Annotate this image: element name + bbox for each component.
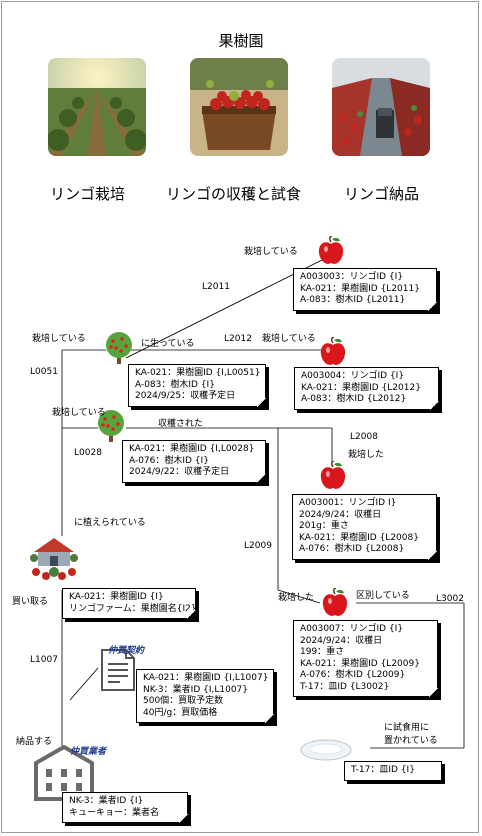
note-line: 201g：重さ [299, 521, 349, 531]
relation-distinguishes: 区別している [356, 591, 410, 601]
relation-planted-in: に植えられている [74, 518, 146, 528]
relation-delivers: 納品する [16, 737, 53, 747]
folded-corner [179, 814, 188, 823]
note-line: A003004：リンゴID {I} [301, 371, 405, 381]
caption-delivery: リンゴ納品 [344, 185, 420, 203]
note-line: 2024/9/25：収穫予定日 [135, 391, 236, 401]
link-l2011: L2011 [202, 282, 230, 292]
link-l0051: L0051 [30, 367, 58, 377]
note-line: 500個：買取予定数 [143, 696, 224, 706]
relation-cultivating-left: 栽培している [32, 334, 86, 344]
relation-cultivating-top: 栽培している [244, 247, 298, 257]
note-dealer: NK-3：業者ID {I} キューキョー：業者名 [62, 792, 188, 823]
note-line: 2024/9/24：収穫日 [299, 509, 382, 520]
note-contract: KA-021：果樹園ID {I,L1007} NK-3：業者ID {I,L100… [136, 669, 274, 723]
note-line: 40円/g：買取価格 [143, 707, 218, 718]
note-line: KA-021：果樹園ID {L2012} [301, 382, 421, 393]
note-line: KA-021：果樹園ID {I,L0028} [129, 444, 255, 454]
apple-harvest-photo [190, 58, 288, 156]
note-line: A-076：樹木ID {L2009} [300, 670, 406, 680]
folded-corner [429, 688, 438, 697]
dealer-building-icon [34, 745, 94, 801]
note-line: KA-021：果樹園ID {L2011} [300, 283, 420, 294]
relation-buys: 買い取る [12, 597, 49, 607]
link-l3002: L3002 [436, 594, 464, 604]
apple-tree-a083-icon [106, 332, 132, 364]
link-l2009: L2009 [244, 541, 272, 551]
apple-a003001-icon [320, 461, 346, 489]
note-line: NK-3：業者ID {I} [69, 796, 144, 806]
note-line: A-083：樹木ID {I} [135, 379, 215, 390]
note-line: リンゴファーム：果樹園名{I2} [69, 603, 197, 614]
folded-corner [257, 397, 266, 407]
note-line: A003001：リンゴID I} [299, 498, 397, 508]
relation-placed-for-tasting-1: に試食用に [384, 723, 430, 733]
folded-corner [428, 550, 437, 560]
note-apple-a003003: A003003：リンゴID {I} KA-021：果樹園ID {L2011} A… [293, 268, 437, 311]
plate-icon [300, 739, 352, 761]
relation-cultivated-2009: 栽培した [278, 593, 315, 603]
link-l2008: L2008 [350, 432, 378, 442]
apple-delivery-photo [332, 58, 430, 156]
relation-harvested: 収穫された [158, 419, 204, 429]
folded-corner [265, 714, 274, 723]
note-line: KA-021：果樹園ID {L2008} [299, 532, 419, 543]
apple-a003004-icon [320, 337, 346, 365]
page-title: 果樹園 [218, 32, 264, 50]
caption-cultivation: リンゴ栽培 [50, 185, 126, 203]
contract-document-icon [101, 649, 135, 691]
folded-corner [257, 473, 266, 483]
note-line: A-076：樹木ID {L2008} [299, 544, 405, 554]
note-line: NK-3：業者ID {I,L1007} [143, 684, 248, 695]
link-l1007: L1007 [30, 655, 58, 665]
folded-corner [430, 400, 439, 410]
relation-placed-for-tasting-2: 置かれている [384, 736, 438, 746]
relation-cultivating-2012: 栽培している [262, 334, 316, 344]
contract-agent-label: 仲買契約 [108, 646, 145, 656]
note-line: KA-021：果樹園ID {I} [69, 592, 164, 602]
relation-cultivated-2008: 栽培した [348, 450, 385, 460]
apple-a003007-icon [322, 588, 348, 616]
link-l0028: L0028 [74, 448, 102, 458]
note-line: T-17：皿ID {I} [351, 765, 415, 775]
note-line: キューキョー：業者名 [69, 807, 160, 818]
note-line: A-076：樹木ID {I} [129, 455, 209, 466]
note-line: KA-021：果樹園ID {L2009} [300, 658, 420, 669]
note-tree-a076: KA-021：果樹園ID {I,L0028} A-076：樹木ID {I} 20… [122, 440, 266, 483]
folded-corner [428, 301, 437, 311]
note-line: KA-021：果樹園ID {I,L0051} [135, 368, 261, 378]
caption-harvest-tasting: リンゴの収穫と試食 [166, 185, 302, 203]
orchard-icon [30, 538, 78, 580]
note-line: 2024/9/24：収穫日 [300, 635, 383, 646]
note-line: 2024/9/22：収穫予定日 [129, 467, 230, 477]
note-apple-a003001: A003001：リンゴID I} 2024/9/24：収穫日 201g：重さ K… [292, 494, 437, 560]
link-l2012: L2012 [224, 334, 252, 344]
note-line: KA-021：果樹園ID {I,L1007} [143, 673, 269, 683]
note-line: A-083：樹木ID {L2011} [300, 295, 406, 305]
apple-a003003-icon [318, 236, 344, 264]
note-line: A003003：リンゴID {I} [300, 272, 404, 282]
note-line: A-083：樹木ID {L2012} [301, 394, 407, 404]
note-line: A003007：リンゴID {I} [300, 624, 404, 634]
note-tree-a083: KA-021：果樹園ID {I,L0051} A-083：樹木ID {I} 20… [128, 364, 266, 407]
note-apple-a003004: A003004：リンゴID {I} KA-021：果樹園ID {L2012} A… [294, 367, 439, 410]
orchard-cultivation-photo [48, 58, 146, 156]
folded-corner [187, 610, 196, 619]
relation-stands-on: に生っている [141, 339, 195, 349]
dealer-agent-label: 仲買業者 [70, 747, 107, 757]
note-line: T-17：皿ID {L3002} [300, 681, 390, 692]
note-line: 199：重さ [300, 647, 345, 657]
apple-tree-a076-icon [98, 410, 124, 442]
relation-cultivating-mid: 栽培している [52, 408, 106, 418]
note-plate: T-17：皿ID {I} [344, 761, 442, 781]
note-orchard: KA-021：果樹園ID {I} リンゴファーム：果樹園名{I2} [62, 588, 197, 619]
note-apple-a003007: A003007：リンゴID {I} 2024/9/24：収穫日 199：重さ K… [293, 620, 438, 697]
